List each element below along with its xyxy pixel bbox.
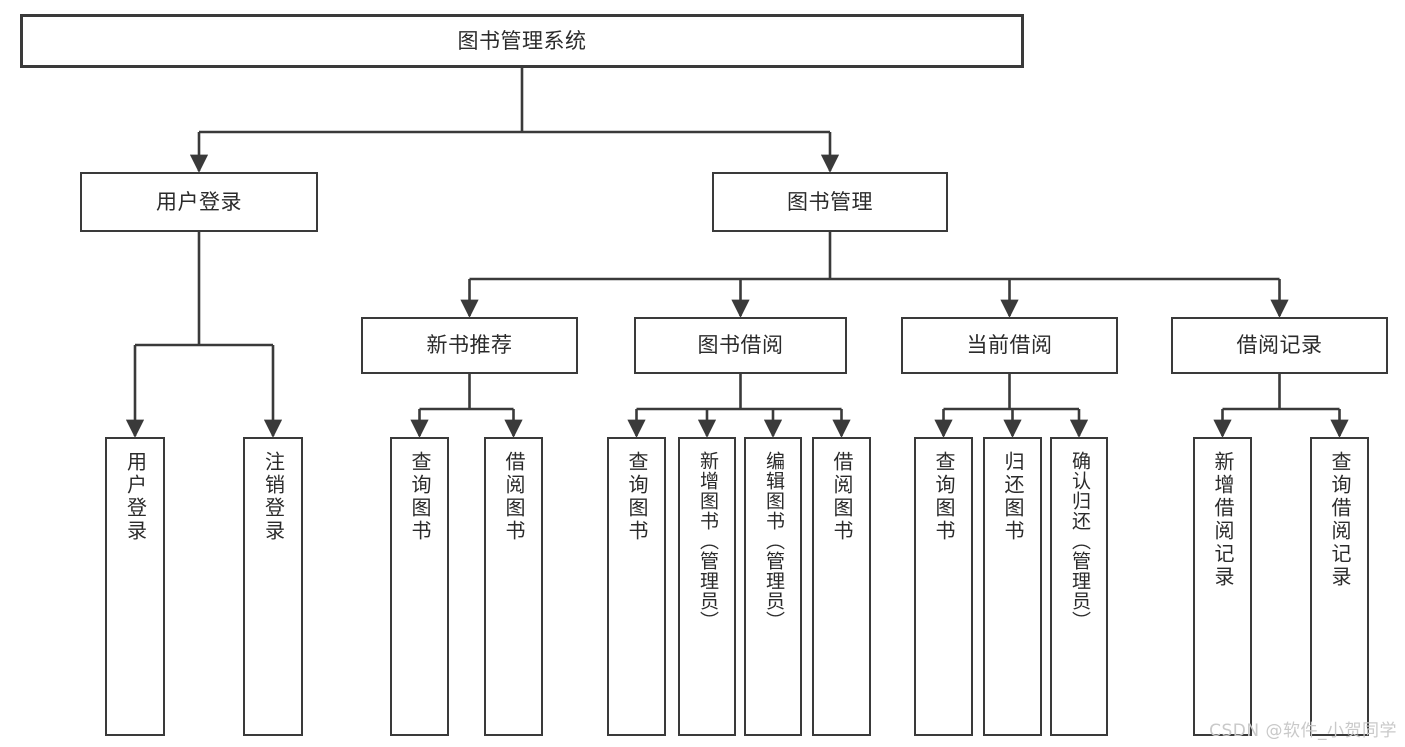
node-label: 归还图书 [1001, 451, 1025, 543]
node-leaf-confirm-return-admin[interactable]: 确认归还（管理员） [1050, 437, 1108, 736]
node-label: 用户登录 [156, 189, 242, 214]
node-label: 借阅图书 [502, 451, 526, 543]
node-book-manage[interactable]: 图书管理 [712, 172, 948, 232]
node-leaf-borrow-book-1[interactable]: 借阅图书 [484, 437, 543, 736]
node-leaf-user-logout[interactable]: 注销登录 [243, 437, 303, 736]
node-leaf-query-book-2[interactable]: 查询图书 [607, 437, 666, 736]
node-user-login[interactable]: 用户登录 [80, 172, 318, 232]
node-leaf-user-login[interactable]: 用户登录 [105, 437, 165, 736]
node-label: 注销登录 [261, 451, 286, 543]
node-label: 图书借阅 [697, 333, 784, 358]
node-new-book-rec[interactable]: 新书推荐 [361, 317, 578, 374]
node-label: 借阅记录 [1236, 333, 1323, 358]
node-book-borrow[interactable]: 图书借阅 [634, 317, 847, 374]
node-label: 用户登录 [123, 451, 148, 543]
node-label: 新增借阅记录 [1211, 451, 1235, 589]
node-label: 确认归还（管理员） [1068, 451, 1091, 631]
node-label: 新书推荐 [426, 333, 513, 358]
node-label: 查询图书 [932, 451, 956, 543]
node-label: 新增图书（管理员） [696, 451, 719, 631]
node-label: 图书管理 [787, 189, 873, 214]
node-label: 编辑图书（管理员） [762, 451, 785, 631]
node-label: 当前借阅 [966, 333, 1053, 358]
csdn-watermark: CSDN @软件_小贺同学 [1209, 721, 1397, 741]
node-label: 图书管理系统 [457, 28, 587, 53]
node-leaf-query-book-1[interactable]: 查询图书 [390, 437, 449, 736]
node-leaf-edit-book-admin[interactable]: 编辑图书（管理员） [744, 437, 802, 736]
node-label: 借阅图书 [830, 451, 854, 543]
node-leaf-borrow-book-2[interactable]: 借阅图书 [812, 437, 871, 736]
node-current-borrow[interactable]: 当前借阅 [901, 317, 1118, 374]
node-label: 查询图书 [408, 451, 432, 543]
node-root[interactable]: 图书管理系统 [20, 14, 1024, 68]
node-leaf-add-book-admin[interactable]: 新增图书（管理员） [678, 437, 736, 736]
node-leaf-query-borrow-record[interactable]: 查询借阅记录 [1310, 437, 1369, 736]
node-leaf-return-book[interactable]: 归还图书 [983, 437, 1042, 736]
node-label: 查询借阅记录 [1328, 451, 1352, 589]
node-leaf-add-borrow-record[interactable]: 新增借阅记录 [1193, 437, 1252, 736]
node-label: 查询图书 [625, 451, 649, 543]
node-borrow-record[interactable]: 借阅记录 [1171, 317, 1388, 374]
node-leaf-query-book-3[interactable]: 查询图书 [914, 437, 973, 736]
